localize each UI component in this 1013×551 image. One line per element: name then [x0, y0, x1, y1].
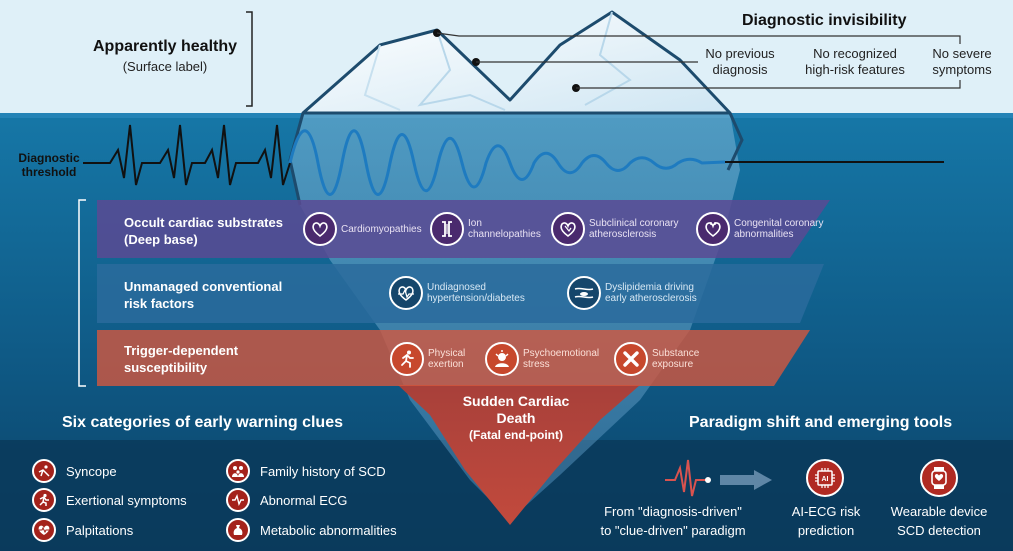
sky — [0, 0, 1013, 113]
wearable-caption: Wearable device SCD detection — [890, 504, 988, 538]
band-risk — [97, 264, 824, 323]
clue-exertional-symptoms: Exertional symptoms — [32, 488, 187, 512]
clue-syncope: Syncope — [32, 459, 117, 483]
heart-pulse-icon — [389, 276, 423, 310]
stress-icon — [485, 342, 519, 376]
runner-icon — [390, 342, 424, 376]
metabolic-icon — [226, 518, 250, 542]
clue-palpitations: Palpitations — [32, 518, 133, 542]
paradigm-shift-caption: From "diagnosis-driven" to "clue-driven"… — [600, 504, 746, 538]
ion-channel-icon — [430, 212, 464, 246]
chip-cardiomyopathies: Cardiomyopathies — [303, 212, 422, 246]
heart-icon — [303, 212, 337, 246]
ai-chip-icon: AI — [806, 459, 844, 497]
coronary-heart-icon — [551, 212, 585, 246]
smartwatch-icon — [920, 459, 958, 497]
congenital-heart-icon — [696, 212, 730, 246]
palpitation-icon — [32, 518, 56, 542]
invisibility-item-2: No recognized high-risk features — [805, 46, 905, 77]
surface-title: Apparently healthy — [92, 38, 238, 55]
band-risk-title: Unmanaged conventional risk factors — [124, 279, 283, 311]
clue-abnormal-ecg: Abnormal ECG — [226, 488, 347, 512]
exertion-icon — [32, 488, 56, 512]
threshold-label: Diagnostic threshold — [18, 151, 80, 179]
surface-subtitle: (Surface label) — [122, 59, 208, 74]
ai-chip-text: AI — [822, 476, 829, 483]
clues-title: Six categories of early warning clues — [62, 414, 343, 431]
paradigm-title: Paradigm shift and emerging tools — [689, 414, 953, 431]
surface-label: Apparently healthy (Surface label) — [90, 38, 240, 74]
clue-metabolic: Metabolic abnormalities — [226, 518, 397, 542]
band-occult-title: Occult cardiac substrates (Deep base) — [124, 215, 283, 247]
syncope-icon — [32, 459, 56, 483]
artery-plaque-icon — [567, 276, 601, 310]
clue-family-history: Family history of SCD — [226, 459, 386, 483]
invisibility-item-1: No previous diagnosis — [705, 46, 775, 77]
invisibility-title: Diagnostic invisibility — [742, 12, 907, 29]
family-icon — [226, 459, 250, 483]
x-icon — [614, 342, 648, 376]
ecg-icon — [226, 488, 250, 512]
invisibility-item-3: No severe symptoms — [932, 46, 992, 77]
fading-ecg-wave — [288, 129, 726, 196]
fatal-tip — [398, 385, 640, 525]
ecg-trace — [83, 124, 291, 186]
endpoint-label: Sudden Cardiac Death (Fatal end-point) — [462, 393, 570, 442]
band-trigger-title: Trigger-dependent susceptibility — [124, 343, 239, 375]
ai-ecg-caption: AI-ECG risk prediction — [791, 504, 861, 538]
